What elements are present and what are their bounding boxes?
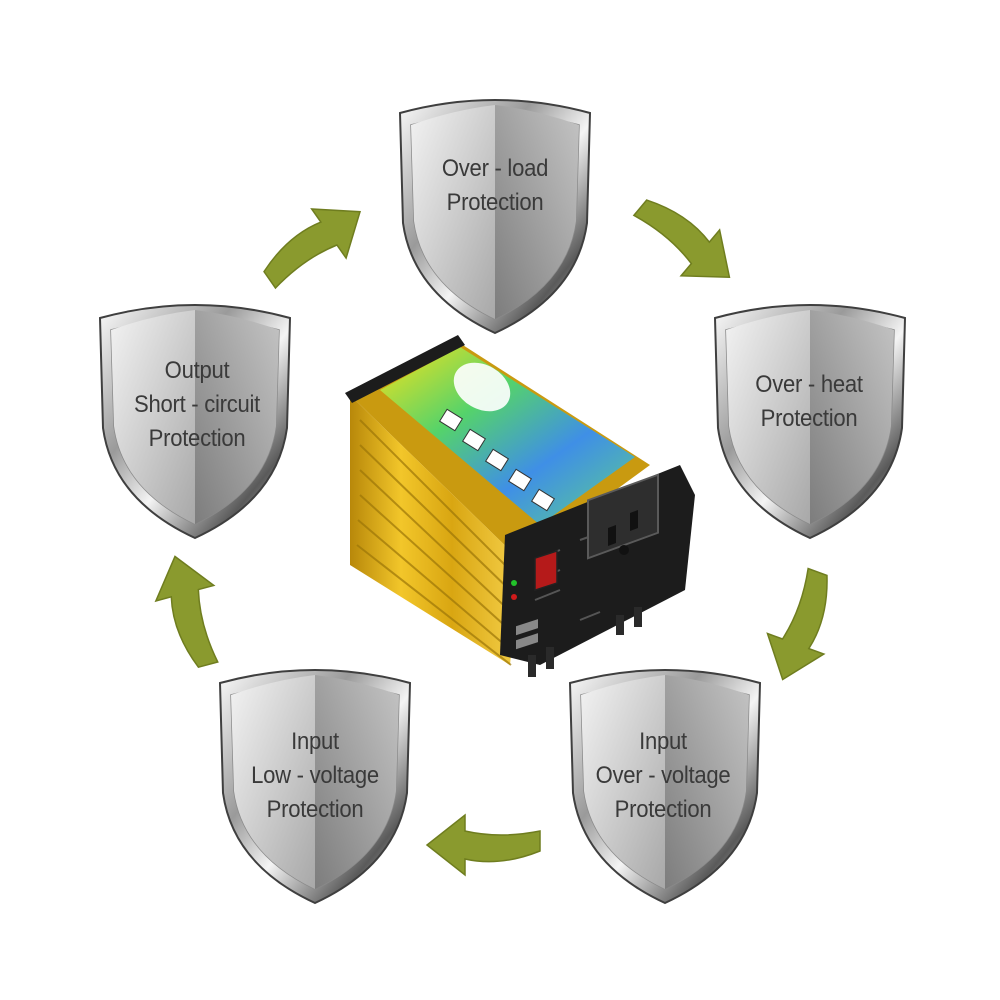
label-line: Protection [446, 189, 544, 216]
label-line: Over - load [441, 155, 549, 182]
arrow-overload-to-overheat [632, 199, 731, 279]
label-line: Protection [614, 796, 712, 823]
overheat-protection-label: Over - heat Protection [722, 368, 897, 436]
label-line: Low - voltage [251, 762, 379, 789]
label-line: Protection [760, 405, 858, 432]
arrow-overheat-to-input-overvoltage [766, 567, 828, 681]
input-lowvoltage-protection-label: Input Low - voltage Protection [228, 725, 403, 827]
input-overvoltage-protection-label: Input Over - voltage Protection [576, 725, 751, 827]
overload-protection-label: Over - load Protection [408, 152, 583, 220]
arrow-input-lowvoltage-to-output-shortcircuit [154, 555, 219, 669]
output-shortcircuit-protection-label: Output Short - circuit Protection [110, 354, 285, 456]
label-line: Input [291, 728, 339, 755]
label-line: Protection [148, 425, 246, 452]
label-line: Over - heat [755, 371, 863, 398]
arrow-output-shortcircuit-to-overload [263, 208, 362, 290]
power-inverter-image [345, 335, 695, 677]
cycle-arrows [154, 199, 828, 877]
label-line: Over - voltage [595, 762, 731, 789]
label-line: Output [164, 357, 230, 384]
arrow-input-overvoltage-to-input-lowvoltage [425, 813, 541, 877]
label-line: Protection [266, 796, 364, 823]
label-line: Input [639, 728, 687, 755]
label-line: Short - circuit [134, 391, 260, 418]
